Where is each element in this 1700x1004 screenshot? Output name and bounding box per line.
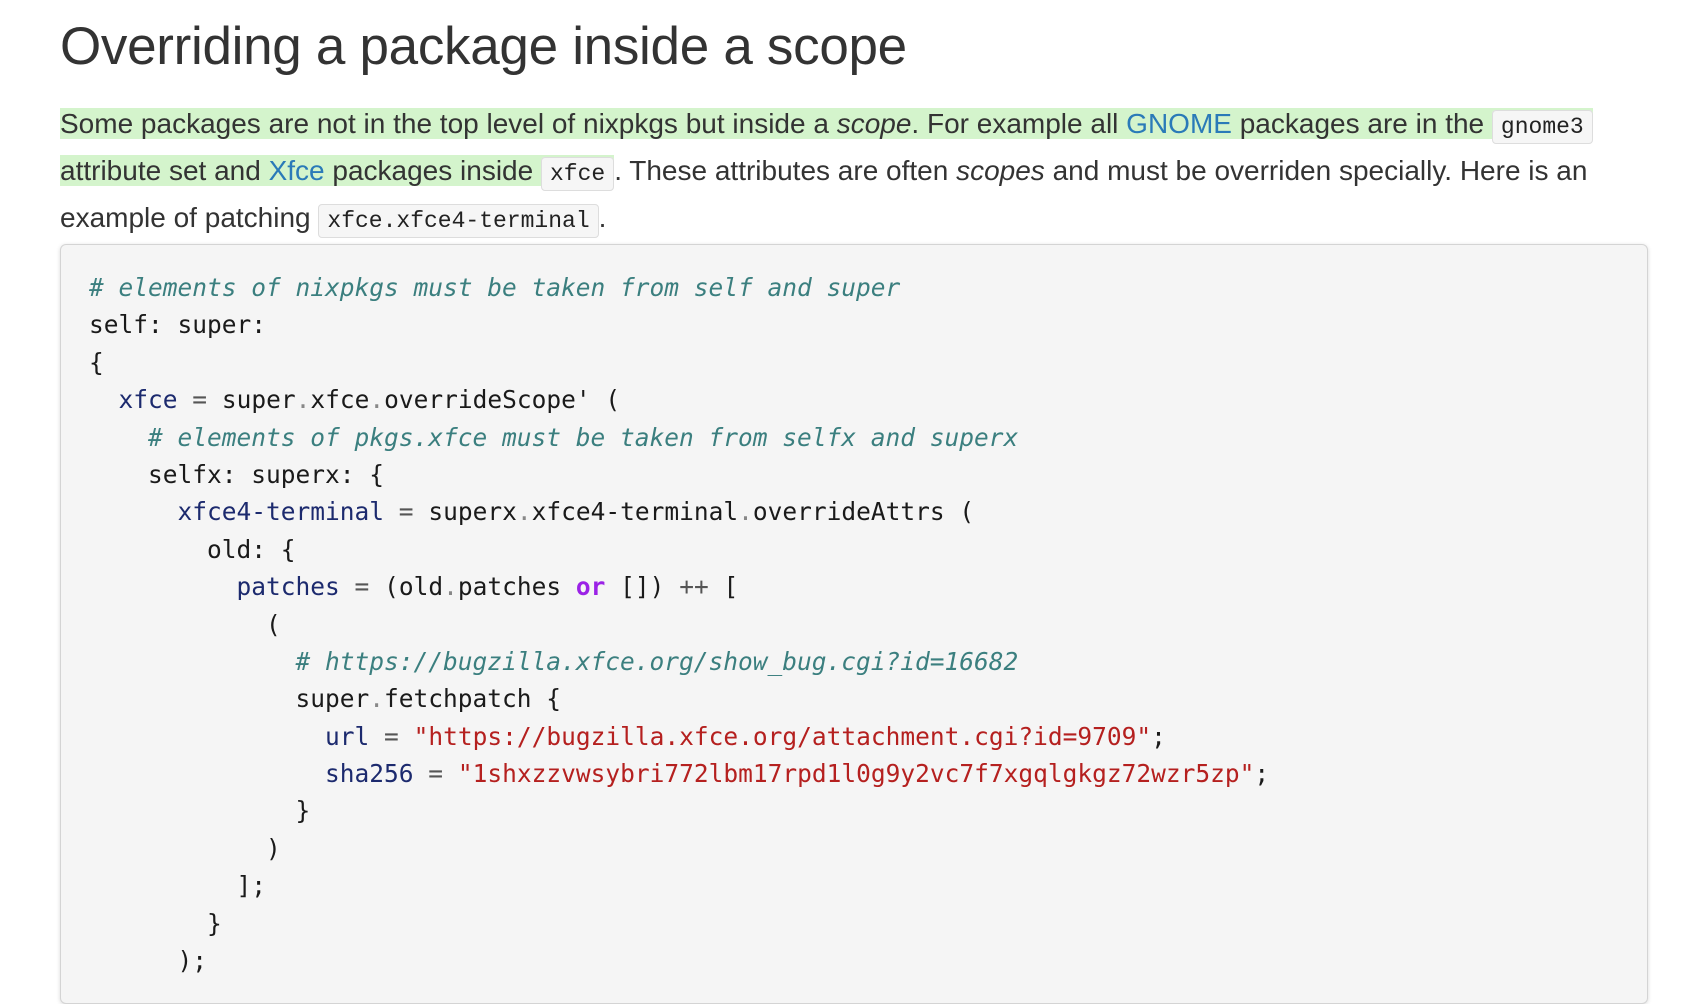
doc-page: Overriding a package inside a scope Some… xyxy=(60,0,1655,1004)
code-line-14: sha256 = "1shxzzvwsybri772lbm17rpd1l0g9y… xyxy=(325,759,1270,789)
nix-code: # elements of nixpkgs must be taken from… xyxy=(89,269,1647,979)
code-line-8: old: { xyxy=(207,534,296,564)
code-line-18: } xyxy=(207,908,222,938)
code-line-11: # https://bugzilla.xfce.org/show_bug.cgi… xyxy=(89,643,1647,680)
code-line-1: # elements of nixpkgs must be taken from… xyxy=(89,269,1647,306)
inline-code-xfce-terminal: xfce.xfce4-terminal xyxy=(318,204,599,238)
section-heading: Overriding a package inside a scope xyxy=(60,17,907,76)
url-string: "https://bugzilla.xfce.org/attachment.cg… xyxy=(413,721,1152,751)
code-line-17: ]; xyxy=(236,871,267,901)
inline-code-xfce: xfce xyxy=(540,157,615,191)
sha256-string: "1shxzzvwsybri772lbm17rpd1l0g9y2vc7f7xgq… xyxy=(457,759,1255,789)
scopes-emphasis: scopes xyxy=(956,155,1045,186)
code-line-7: xfce4-terminal = superx.xfce4-terminal.o… xyxy=(177,497,975,527)
gnome-link[interactable]: GNOME xyxy=(1126,108,1232,139)
code-line-3: { xyxy=(89,347,104,377)
code-comment: # elements of nixpkgs must be taken from… xyxy=(89,273,901,302)
code-line-2: self: super: xyxy=(89,310,267,340)
code-line-16: ) xyxy=(266,833,281,863)
code-block: # elements of nixpkgs must be taken from… xyxy=(60,244,1648,1004)
code-comment: # https://bugzilla.xfce.org/show_bug.cgi… xyxy=(295,646,1019,676)
code-line-4: xfce = super.xfce.overrideScope' ( xyxy=(118,385,621,415)
code-line-13: url = "https://bugzilla.xfce.org/attachm… xyxy=(325,721,1166,751)
intro-paragraph: Some packages are not in the top level o… xyxy=(60,102,1655,243)
code-line-9: patches = (old.patches or []) ++ [ xyxy=(236,572,739,602)
code-line-19: ); xyxy=(177,946,208,976)
code-line-5: # elements of pkgs.xfce must be taken fr… xyxy=(89,419,1647,456)
xfce-link[interactable]: Xfce xyxy=(268,155,325,186)
code-line-12: super.fetchpatch { xyxy=(295,684,562,714)
code-line-15: } xyxy=(295,796,311,826)
code-line-6: selfx: superx: { xyxy=(148,459,385,489)
code-comment: # elements of pkgs.xfce must be taken fr… xyxy=(148,422,1019,452)
scope-emphasis: scope xyxy=(836,108,912,139)
inline-code-gnome3: gnome3 xyxy=(1491,110,1593,144)
code-line-10: ( xyxy=(266,609,281,639)
